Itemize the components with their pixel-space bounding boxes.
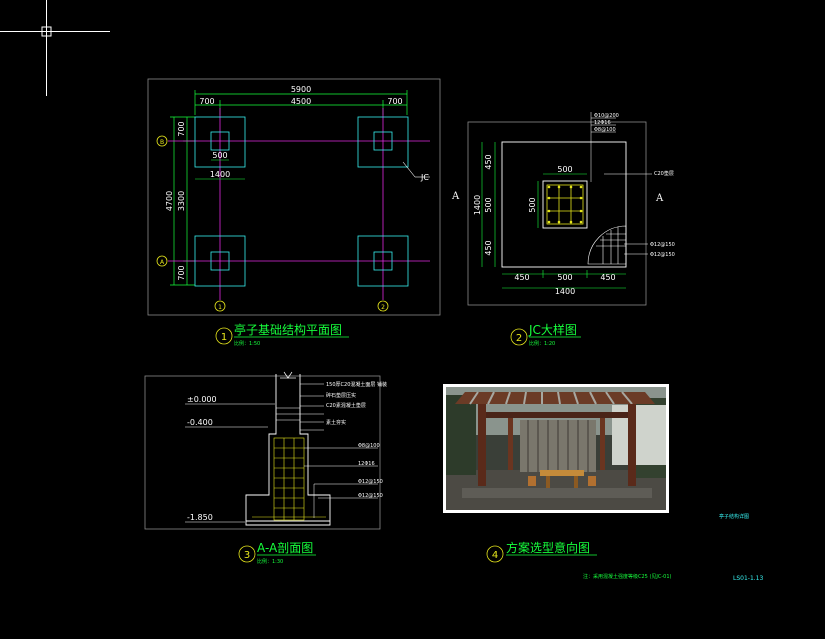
plan-axis-bubble-1: 1: [214, 300, 226, 312]
plan-jc-tag: JC: [420, 173, 429, 182]
detail-section-mark-right: A: [655, 193, 664, 204]
section-note-3: 素土夯实: [326, 419, 346, 426]
section-level-top: ±0.000: [187, 395, 217, 404]
section-leaders: [300, 383, 378, 518]
detail-dim-bottom-c: 450: [600, 273, 615, 282]
sheet-number: LS01-1.13: [733, 575, 763, 582]
detail-dim-left-a: 450: [484, 154, 493, 169]
plan-dim-overall: 5900: [291, 85, 311, 94]
detail-number: 2: [516, 333, 522, 344]
crosshair-cursor-icon: [0, 0, 110, 96]
plan-scale: 比例：1:50: [234, 340, 260, 347]
plan-top-dims: [194, 90, 408, 115]
detail-dim-total-h: 1400: [555, 287, 575, 296]
detail-note-0: Φ10@200: [594, 113, 619, 119]
plan-drawing: 5900 700 4500 700 700 4700 3300 700: [147, 78, 441, 347]
plan-footings: [194, 116, 409, 287]
detail-drawing: 500 450 500 450 1400 500 450 500 450 140…: [451, 112, 675, 347]
detail-number-bubble: [510, 328, 528, 346]
plan-dim-left: 700: [199, 97, 214, 106]
section-title: A-A剖面图: [257, 541, 313, 555]
plan-axis-a-label: A: [160, 259, 165, 266]
detail-dims-lines: [481, 142, 626, 289]
detail-section-mark-left: A: [451, 191, 460, 202]
plan-dim-vtotal: 4700: [165, 191, 174, 211]
plan-dim-footing: 1400: [210, 170, 230, 179]
reference-image: 4 方案选型意向图: [443, 384, 669, 563]
plan-axis-b-label: B: [160, 139, 164, 146]
plan-axis-lines: [168, 108, 430, 300]
section-number-bubble: [238, 545, 256, 563]
plan-axis-bubble-a: A: [156, 255, 168, 267]
detail-note-5: Φ12@150: [650, 252, 675, 258]
plan-axis-bubble-b: B: [156, 135, 168, 147]
plan-dim-vmid: 3300: [177, 191, 186, 211]
section-level-lines: [185, 403, 275, 523]
detail-title: JC大样图: [528, 322, 577, 337]
section-level-bottom: -1.850: [187, 513, 213, 522]
plan-dim-middle: 4500: [291, 97, 311, 106]
detail-note-4: Φ12@150: [650, 242, 675, 248]
detail-dim-top: 500: [557, 165, 572, 174]
section-note-5: 12Φ16: [358, 461, 375, 467]
plan-number-bubble: [215, 327, 233, 345]
reference-number-bubble: [486, 545, 504, 563]
plan-axis-1-label: 1: [218, 304, 222, 311]
plan-footing-dims: [195, 159, 245, 180]
plan-jc-leader: [402, 161, 430, 178]
section-level-mid: -0.400: [187, 418, 213, 427]
section-note-1: 碎石垫层压实: [326, 392, 356, 399]
section-paving-layers: [276, 407, 300, 421]
plan-title: 亭子基础结构平面图: [234, 322, 342, 337]
detail-scale: 比例：1:20: [529, 340, 555, 347]
detail-footing-outline: [501, 141, 627, 268]
reference-title: 方案选型意向图: [506, 540, 590, 555]
detail-dim-bottom-a: 450: [514, 273, 529, 282]
detail-note-2: Φ8@100: [594, 127, 616, 133]
section-rebar-cage: [252, 437, 326, 521]
sheet-name: 亭子结构详图: [719, 513, 749, 520]
photo-pergola: [455, 391, 655, 498]
section-note-6: Φ12@150: [358, 479, 383, 485]
section-column-top: [280, 371, 296, 379]
detail-note-1: 12Φ16: [594, 120, 611, 126]
detail-dim-total-v: 1400: [473, 195, 482, 215]
section-note-7: Φ12@150: [358, 493, 383, 499]
section-number: 3: [244, 550, 250, 561]
section-scale: 比例：1:30: [257, 558, 283, 565]
detail-dim-left-c: 450: [484, 240, 493, 255]
detail-dim-left-b: 500: [484, 197, 493, 212]
detail-rebar-dots: [547, 185, 583, 224]
detail-frame: [467, 121, 647, 306]
section-drawing: ±0.000 -0.400 -1.850: [144, 371, 387, 565]
section-note-2: C20素混凝土垫层: [326, 402, 366, 409]
plan-axis-2-label: 2: [381, 304, 385, 311]
plan-number: 1: [221, 332, 227, 343]
section-footing-profile: [245, 374, 331, 526]
reference-number: 4: [492, 550, 498, 561]
section-note-4: Φ8@100: [358, 443, 380, 449]
plan-dim-vbottom: 700: [177, 265, 186, 280]
plan-dim-column: 500: [212, 151, 227, 160]
detail-column: [542, 180, 588, 229]
detail-rebar-cage: [546, 184, 584, 225]
section-note-0: 150厚C20混凝土面层 铺装: [326, 381, 387, 388]
detail-dim-col-side: 500: [528, 197, 537, 212]
detail-dim-bottom-b: 500: [557, 273, 572, 282]
sheet-note: 注：采用混凝土强度等级C25 (见JC-01): [583, 573, 672, 580]
detail-leaders: [590, 112, 652, 255]
plan-frame: [147, 78, 441, 316]
plan-dim-right: 700: [387, 97, 402, 106]
detail-bottom-mesh: [587, 225, 627, 265]
detail-note-3: C20垫层: [654, 170, 674, 177]
plan-dim-vtop: 700: [177, 121, 186, 136]
section-frame: [144, 375, 381, 530]
plan-axis-bubble-2: 2: [377, 300, 389, 312]
